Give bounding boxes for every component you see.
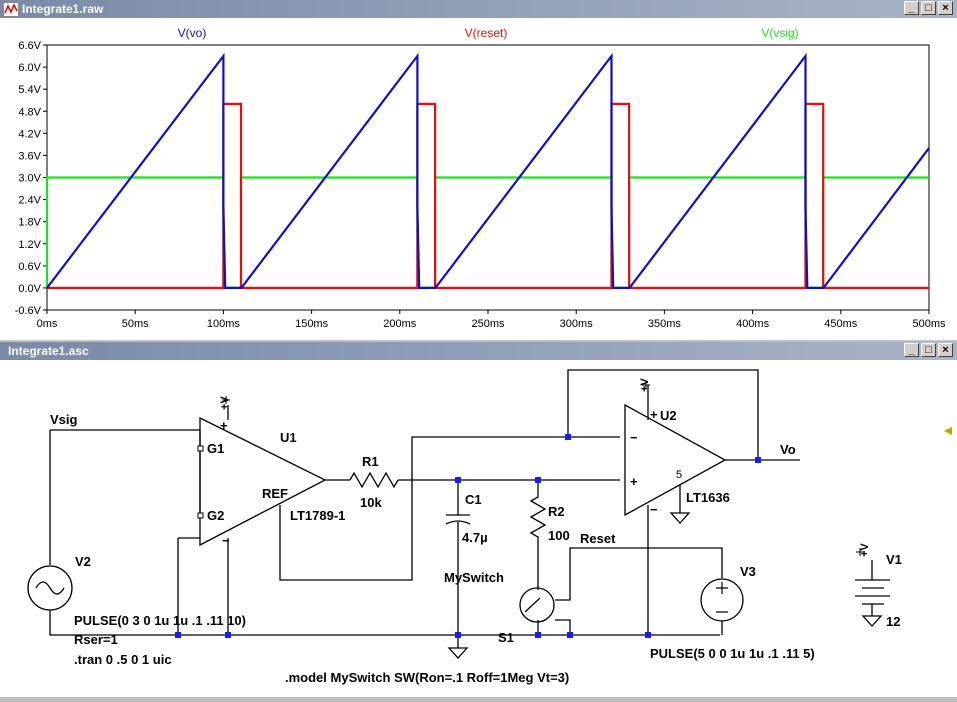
net-label-vo: Vo [780,442,796,457]
series-line [46,52,930,289]
legend-entry: V(reset) [465,26,508,40]
cursor-arrow-icon [944,427,952,435]
u2-plus-sign: + [630,474,638,489]
wire-feedback [567,369,759,460]
plot-window-titlebar[interactable]: Integrate1.raw _ □ × [0,0,957,18]
schematic-window-titlebar[interactable]: Integrate1.asc _ □ × [0,342,957,360]
v2-value: PULSE(0 3 0 1u 1u .1 .11 10) [74,613,246,628]
s1-model: MySwitch [444,570,504,585]
y-tick-label: 3.0V [18,173,41,185]
r1-resistor[interactable] [349,471,399,489]
y-tick-label: 2.4V [18,195,41,207]
y-tick-label: -0.6V [15,305,42,317]
pin-g2 [197,512,204,519]
v2-source[interactable] [27,565,73,611]
close-button[interactable]: × [938,1,953,15]
u1-supply-label: +V [219,396,231,410]
pin-g1 [197,445,204,452]
plot-window: Integrate1.raw _ □ × 6.6V 6.0V 5.4V 4.8V 4.2… [0,0,957,340]
u1-pin-g2: G2 [207,508,224,523]
s1-switch[interactable] [519,587,555,623]
series-line [47,102,929,289]
v1-value: 12 [886,614,900,629]
close-button[interactable]: × [938,343,953,357]
wire-ref-feedback [279,436,620,581]
s1-name: S1 [498,630,514,645]
u2-minus-sign: − [630,430,638,445]
schematic-window: Integrate1.asc _ □ × [0,342,957,697]
waveform-plot-area[interactable]: 6.6V 6.0V 5.4V 4.8V 4.2V 3.6V 3.0V 2.4V 1.8V 1.2V… [0,18,957,340]
legend-entry: V(vo) [178,26,207,40]
u2-supply-label: +V [639,378,651,392]
r1-value: 10k [360,495,382,510]
x-tick-label: 100ms [207,318,241,330]
v3-value: PULSE(5 0 0 1u 1u .1 .11 5) [650,646,815,661]
x-tick-label: 150ms [295,318,329,330]
u1-minus-sign: − [222,533,230,548]
v2-name: V2 [75,554,91,569]
legend-entry: V(vsig) [761,26,798,40]
minimize-button[interactable]: _ [904,343,919,357]
c1-name: C1 [465,492,482,507]
u1-model: LT1789-1 [290,508,345,523]
x-tick-label: 400ms [736,318,770,330]
schematic-window-title: Integrate1.asc [8,344,89,358]
x-tick-label: 0ms [37,318,58,330]
u2-name: U2 [660,408,677,423]
y-tick-label: 3.6V [18,150,41,162]
u1-name: U1 [280,430,297,445]
minimize-button[interactable]: _ [904,1,919,15]
u2-model: LT1636 [686,490,730,505]
wire-vsig [50,429,201,448]
v2-rser: Rser=1 [74,632,118,647]
r2-value: 100 [548,528,570,543]
u2-plus-top: + [650,407,658,422]
tran-directive[interactable]: .tran 0 .5 0 1 uic [74,652,172,667]
schematic-canvas[interactable]: Vsig G1 G2 + − +V U1 REF LT1789-1 R1 10k… [0,360,957,697]
x-tick-label: 500ms [912,318,946,330]
x-tick-label: 450ms [824,318,858,330]
wire-ground-rail [49,610,720,636]
maximize-button[interactable]: □ [921,1,936,15]
v1-name: V1 [886,552,902,567]
r2-resistor[interactable] [529,480,547,590]
net-label-reset: Reset [580,531,616,546]
c1-value: 4.7µ [462,530,488,545]
ground-symbol [447,647,469,659]
y-tick-label: 6.6V [18,40,41,52]
x-tick-label: 50ms [122,318,149,330]
r2-name: R2 [548,504,565,519]
u2-minus-bottom: − [650,502,658,517]
u1-opamp-symbol[interactable] [199,416,327,547]
u2-opamp-symbol[interactable] [624,403,727,517]
x-tick-label: 300ms [560,318,594,330]
u1-pin-ref: REF [262,486,288,501]
y-tick-label: 6.0V [18,62,41,74]
y-tick-label: 4.8V [18,106,41,118]
r1-name: R1 [362,454,379,469]
model-directive[interactable]: .model MySwitch SW(Ron=.1 Roff=1Meg Vt=3… [285,670,569,685]
schematic-drawing[interactable]: Vsig G1 G2 + − +V U1 REF LT1789-1 R1 10k… [0,360,957,697]
x-tick-label: 250ms [471,318,505,330]
maximize-button[interactable]: □ [921,343,936,357]
y-tick-label: 4.2V [18,128,41,140]
plot-window-title: Integrate1.raw [22,2,104,16]
wire-reset [555,547,723,601]
waveform-app-icon [3,2,19,17]
u2-pin5: 5 [676,469,682,481]
y-tick-label: 1.2V [18,239,41,251]
x-tick-label: 200ms [383,318,417,330]
u1-plus-sign: + [220,418,228,433]
x-tick-label: 350ms [648,318,682,330]
u1-pin-g1: G1 [207,441,224,456]
v3-name: V3 [740,564,756,579]
y-tick-label: 5.4V [18,84,41,96]
y-tick-label: 0.6V [18,261,41,273]
net-label-vsig: Vsig [50,412,78,427]
y-tick-label: 0.0V [18,283,41,295]
y-tick-label: 1.8V [18,217,41,229]
waveform-chart[interactable]: 6.6V 6.0V 5.4V 4.8V 4.2V 3.6V 3.0V 2.4V 1.8V 1.2V… [0,18,957,340]
v1-supply-label: +V [859,543,871,557]
